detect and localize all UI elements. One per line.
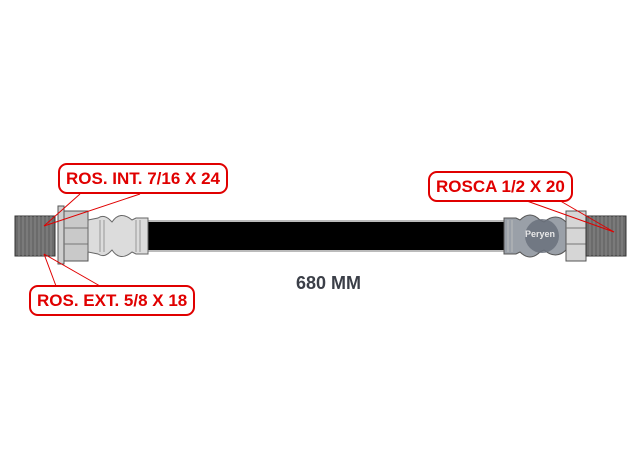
- length-dimension: 680 MM: [296, 273, 362, 293]
- left-fitting: [14, 205, 149, 265]
- callout-right-thread: ROSCA 1/2 X 20: [428, 171, 573, 202]
- callout-left-external-thread: ROS. EXT. 5/8 X 18: [29, 285, 196, 316]
- right-fitting: [503, 210, 627, 262]
- hose-body: [148, 222, 504, 250]
- callout-left-internal-thread: ROS. INT. 7/16 X 24: [58, 163, 229, 194]
- watermark: Peryen: [525, 229, 556, 239]
